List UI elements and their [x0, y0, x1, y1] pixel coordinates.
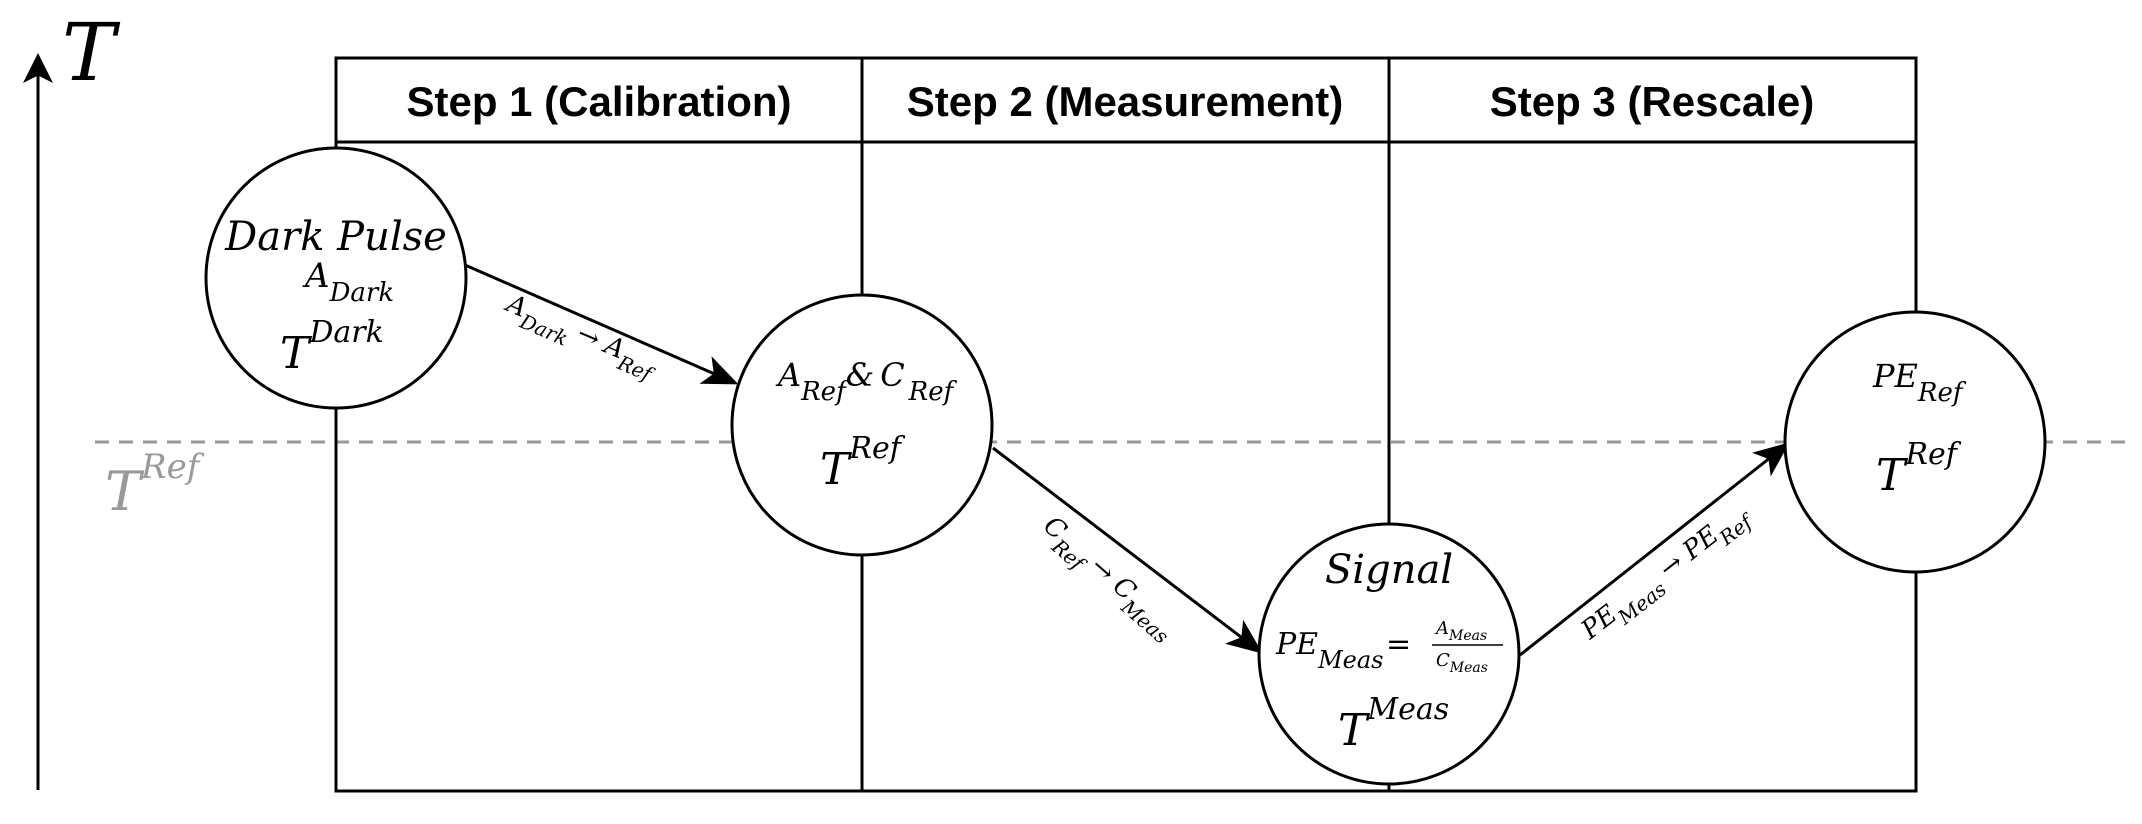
- arrow-label-ref-to-signal: CRef→CMeas: [1032, 511, 1183, 649]
- node-ref-temperature: TRef: [820, 431, 906, 495]
- node-dark-pulse: Dark Pulse ADark TDark: [204, 146, 468, 410]
- node-rescaled-pe: PERef: [1872, 357, 1967, 408]
- node-dark-title: Dark Pulse: [224, 214, 447, 260]
- node-rescaled: PERef TRef: [1783, 310, 2047, 574]
- node-signal-denominator: CMeas: [1436, 650, 1488, 676]
- axis-label: T: [62, 6, 121, 99]
- node-rescaled-temperature: TRef: [1876, 437, 1962, 501]
- node-signal-equals: =: [1386, 627, 1411, 662]
- arrow-signal-to-rescaled: [1519, 442, 1790, 657]
- node-dark-amplitude: ADark: [302, 256, 394, 308]
- node-signal: Signal PEMeas = AMeas CMeas TMeas: [1257, 522, 1521, 786]
- header-step-1: Step 1 (Calibration): [406, 78, 791, 125]
- steps-table: [334, 56, 1918, 793]
- node-signal-pe: PEMeas: [1275, 627, 1384, 674]
- node-dark-temperature: TDark: [280, 315, 384, 379]
- header-step-2: Step 2 (Measurement): [907, 78, 1343, 125]
- node-signal-numerator: AMeas: [1434, 618, 1487, 644]
- arrow-ref-to-signal: [992, 446, 1263, 654]
- header-step-3: Step 3 (Rescale): [1490, 78, 1814, 125]
- reference-line-label: TRef: [105, 447, 205, 523]
- arrow-label-signal-to-rescaled: PEMeas→PERef: [1575, 497, 1759, 653]
- arrow-label-dark-to-ref: ADark→ARef: [497, 288, 664, 387]
- node-signal-temperature: TMeas: [1338, 692, 1449, 756]
- arrow-dark-to-ref: [464, 263, 739, 385]
- node-signal-title: Signal: [1325, 547, 1453, 593]
